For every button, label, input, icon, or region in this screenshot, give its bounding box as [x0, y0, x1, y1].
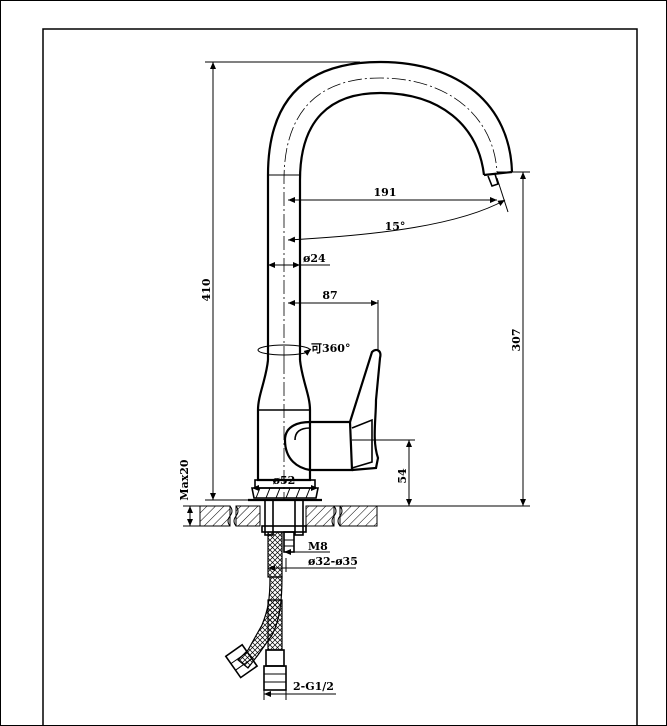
label-handle-87: 87 [322, 289, 337, 302]
dim-87: 87 [288, 289, 379, 350]
label-spout-307: 307 [510, 329, 523, 352]
label-hole-32-35: ø32-ø35 [308, 555, 358, 568]
label-angle-15: 15° [385, 220, 406, 233]
spout [266, 60, 514, 360]
label-diameter-24: ø24 [303, 252, 326, 265]
dim-hose-thread: 2-G1/2 [263, 680, 336, 700]
label-max-20: Max20 [178, 459, 191, 501]
dim-191: 191 [288, 186, 497, 203]
supply-hoses [224, 531, 287, 691]
label-height-410: 410 [200, 278, 213, 301]
label-rotation-360: 可360° [311, 342, 350, 355]
dim-rotation: 可360° [257, 342, 350, 356]
dim-max20: Max20 [178, 459, 200, 527]
dim-54: 54 [352, 439, 415, 506]
dim-d24: ø24 [268, 252, 330, 268]
dim-hole: ø32-ø35 [268, 555, 358, 572]
dim-d52: ø52 [252, 474, 318, 491]
countertop [199, 505, 378, 527]
inner-frame [42, 28, 638, 726]
label-diameter-52: ø52 [273, 474, 296, 487]
dim-15-deg: 15° [287, 177, 509, 243]
label-thread-m8: M8 [308, 540, 328, 553]
dim-m8: M8 [284, 540, 330, 555]
faucet-body [248, 348, 382, 502]
dim-410: 410 [200, 61, 360, 501]
label-base-54: 54 [396, 468, 409, 484]
dim-307: 307 [322, 171, 530, 507]
label-hose-g12: 2-G1/2 [293, 680, 334, 693]
label-reach-191: 191 [374, 186, 397, 199]
